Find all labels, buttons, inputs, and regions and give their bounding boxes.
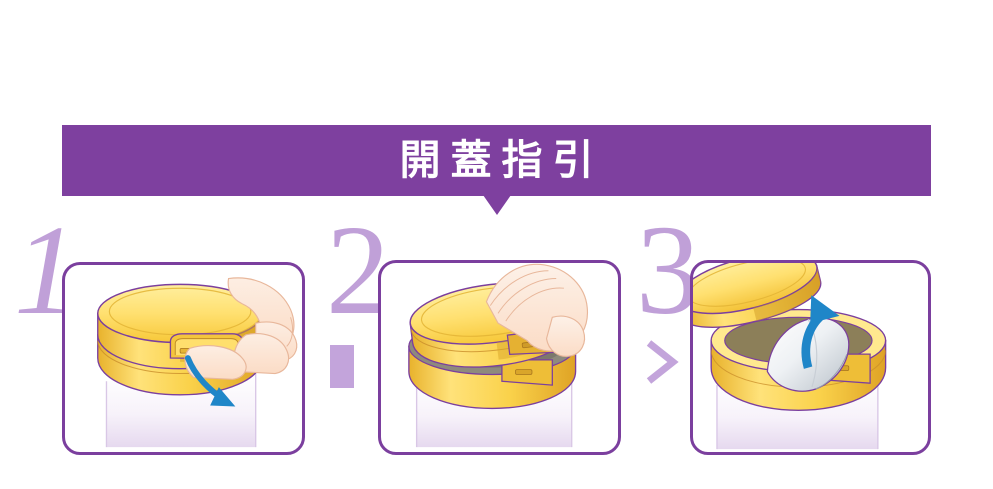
separator-block <box>330 345 354 388</box>
chevron-right-icon <box>646 340 679 384</box>
step-2-illustration <box>408 263 588 448</box>
step-1-illustration <box>97 277 298 448</box>
step-3-illustration <box>693 263 887 450</box>
banner-pointer-triangle-icon <box>483 195 511 215</box>
header-banner: 開蓋指引 <box>62 125 931 196</box>
step-2-panel <box>378 260 621 455</box>
page-title: 開蓋指引 <box>399 136 604 184</box>
step-1-panel <box>62 262 305 455</box>
step-3-panel <box>690 260 931 455</box>
step-3-numeral: 3 <box>636 199 700 341</box>
